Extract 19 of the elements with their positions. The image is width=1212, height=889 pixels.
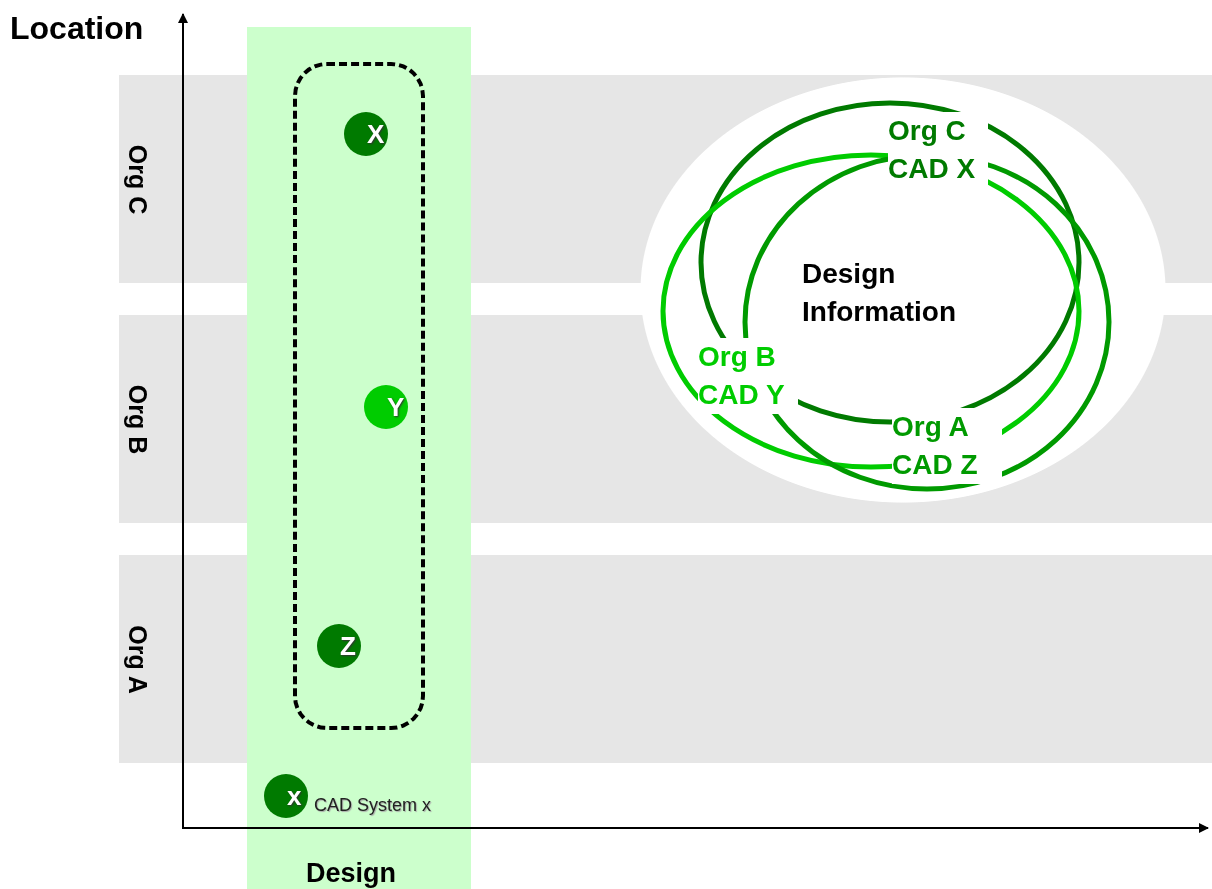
dashed-group-outline (293, 62, 425, 730)
node-caption: CAD System x (314, 795, 432, 816)
node-circle: X (344, 112, 388, 156)
node-circle: Z (317, 624, 361, 668)
row-background (119, 75, 247, 283)
row-background (119, 315, 247, 523)
node-circle: x (264, 774, 308, 818)
center-label: Design Information (802, 255, 992, 331)
ring-label: Org A CAD Z (892, 408, 1002, 484)
node-circle: Y (364, 385, 408, 429)
ring-label: Org C CAD X (888, 112, 988, 188)
row-label: Org B (122, 384, 152, 455)
column-label: Design (306, 858, 397, 889)
row-label: Org C (122, 144, 152, 215)
row-background (119, 555, 247, 763)
ring-label: Org B CAD Y (698, 338, 798, 414)
axis-label: Location (10, 10, 144, 47)
row-label: Org A (122, 625, 152, 694)
column-band (247, 27, 471, 889)
